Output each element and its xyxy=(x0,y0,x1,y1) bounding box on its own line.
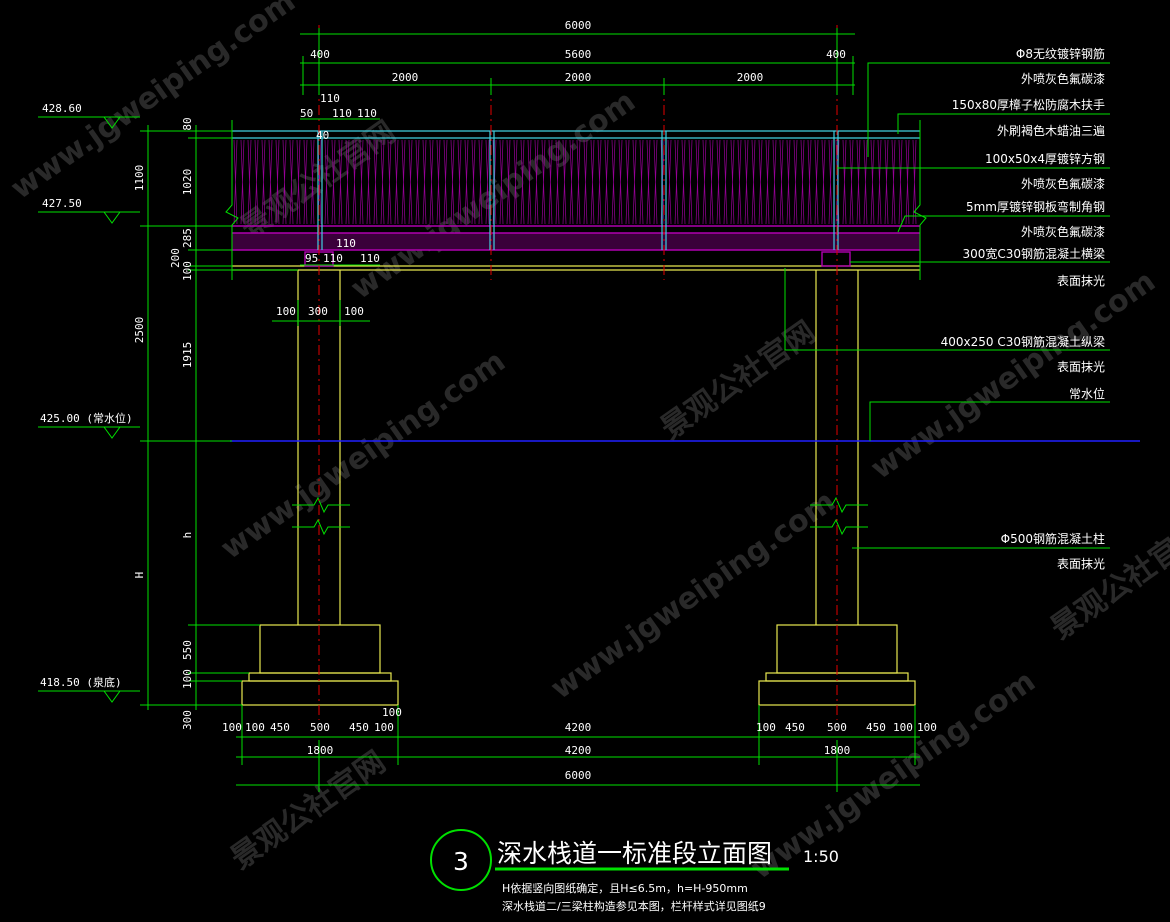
dim-railing-110: 110 xyxy=(320,92,340,105)
annotation-5: 100x50x4厚镀锌方钢 xyxy=(985,151,1105,166)
dim-300: 300 xyxy=(181,710,194,730)
dim-right-footing: 1800 xyxy=(824,744,851,757)
dim-bottom-right-4: 450 xyxy=(866,721,886,734)
centerlines xyxy=(318,25,838,720)
railing-infill xyxy=(232,139,920,250)
drawing-title: 深水栈道一标准段立面图 xyxy=(497,839,772,868)
dim-clear-lower: 4200 xyxy=(565,744,592,757)
railing-hatch xyxy=(233,139,917,225)
dim-bottom-left-3: 450 xyxy=(270,721,290,734)
dim-beam-95: 95 xyxy=(305,252,318,265)
dim-left-footing: 1800 xyxy=(307,744,334,757)
elevation-water: 425.00 (常水位) xyxy=(40,411,133,425)
top-dimensions: 6000 400 5600 400 2000 2000 2000 xyxy=(300,19,855,95)
title-block: 3 深水栈道一标准段立面图 1:50 H依据竖向图纸确定，且H≤6.5m，h=H… xyxy=(430,829,839,913)
dim-bottom-right-6: 100 xyxy=(917,721,937,734)
watermark-cn: 景观公社官网 xyxy=(225,745,393,877)
left-vertical-dimensions: 1100 2500 H 80 1020 285 200 100 1915 h 5… xyxy=(133,117,298,730)
watermark-url: www.jgweiping.com xyxy=(745,664,1042,887)
elevation-top-rail: 428.60 xyxy=(42,102,82,115)
column-top-dimensions: 100 300 100 xyxy=(272,300,370,326)
dim-col-300: 300 xyxy=(308,305,328,318)
annotation-2: 外喷灰色氟碳漆 xyxy=(1021,72,1105,86)
dim-clear-upper: 4200 xyxy=(565,721,592,734)
annotation-12: 表面抹光 xyxy=(1057,360,1105,374)
dim-span-1: 2000 xyxy=(392,71,419,84)
dim-railing-110a: 110 xyxy=(332,107,352,120)
annotation-3: 150x80厚樟子松防腐木扶手 xyxy=(952,97,1105,112)
note-1: H依据竖向图纸确定，且H≤6.5m，h=H-950mm xyxy=(502,881,748,895)
dim-overall-top: 6000 xyxy=(565,19,592,32)
kickplate-band xyxy=(232,233,920,250)
dim-550: 550 xyxy=(181,640,194,660)
dim-beam-110d: 110 xyxy=(360,252,380,265)
left-column xyxy=(241,270,399,706)
dim-overall-bottom: 6000 xyxy=(565,769,592,782)
dim-span-3: 2000 xyxy=(737,71,764,84)
watermark-cn: 景观公社官网 xyxy=(655,315,823,447)
leader-lines xyxy=(784,62,1110,549)
annotation-13: 常水位 xyxy=(1069,386,1105,401)
annotation-11: 400x250 C30钢筋混凝土纵梁 xyxy=(941,334,1105,349)
dim-bottom-left-1: 100 xyxy=(222,721,242,734)
dim-left-end: 400 xyxy=(310,48,330,61)
dim-span-2: 2000 xyxy=(565,71,592,84)
elevation-deck: 427.50 xyxy=(42,197,82,210)
dim-100: 100 xyxy=(181,261,194,281)
dim-bottom-right-5: 100 xyxy=(893,721,913,734)
dim-285: 285 xyxy=(181,228,194,248)
dim-2500: 2500 xyxy=(133,317,146,344)
dim-80: 80 xyxy=(181,117,194,130)
dim-bottom-left-2: 100 xyxy=(245,721,265,734)
dim-bottom-left-5: 450 xyxy=(349,721,369,734)
dim-bottom-left-6: 100 xyxy=(374,721,394,734)
dim-1915: 1915 xyxy=(181,342,194,369)
dim-1100: 1100 xyxy=(133,165,146,192)
title-number: 3 xyxy=(453,847,469,876)
elevation-bed: 418.50 (泉底) xyxy=(40,675,122,689)
dim-bottom-left-4: 500 xyxy=(310,721,330,734)
watermark-url: www.jgweiping.com xyxy=(215,344,512,567)
dim-railing-40: 40 xyxy=(316,129,329,142)
dim-middle: 5600 xyxy=(565,48,592,61)
annotation-6: 外喷灰色氟碳漆 xyxy=(1021,177,1105,191)
watermark-url: www.jgweiping.com xyxy=(865,264,1162,487)
annotation-15: 表面抹光 xyxy=(1057,557,1105,571)
annotation-10: 表面抹光 xyxy=(1057,274,1105,288)
railing-dimensions: 110 50 110 110 40 110 95 110 110 xyxy=(300,92,380,266)
dim-H: H xyxy=(133,572,146,579)
note-2: 深水栈道二/三梁柱构造参见本图，栏杆样式详见图纸9 xyxy=(502,899,766,913)
annotation-1: Φ8无纹镀锌钢筋 xyxy=(1016,46,1105,61)
dim-200: 200 xyxy=(169,248,182,268)
dim-bottom-right-3: 500 xyxy=(827,721,847,734)
railing-frame xyxy=(225,120,927,280)
dim-railing-110b: 110 xyxy=(357,107,377,120)
annotation-14: Φ500钢筋混凝土柱 xyxy=(1001,531,1105,546)
bottom-dimensions: 100 100 450 500 450 100 100 100 450 500 … xyxy=(222,705,937,792)
dim-right-end: 400 xyxy=(826,48,846,61)
dim-bottom-right-1: 100 xyxy=(756,721,776,734)
dim-col-100a: 100 xyxy=(276,305,296,318)
dim-col-100b: 100 xyxy=(344,305,364,318)
dim-bottom-right-2: 450 xyxy=(785,721,805,734)
title-circle xyxy=(430,829,492,891)
annotation-4: 外刷褐色木蜡油三遍 xyxy=(997,123,1105,138)
dim-1020: 1020 xyxy=(181,169,194,196)
dim-railing-50: 50 xyxy=(300,107,313,120)
dim-bottom-left-7: 100 xyxy=(382,706,402,719)
dim-h: h xyxy=(181,532,194,539)
dim-beam-110: 110 xyxy=(336,237,356,250)
annotation-9: 300宽C30钢筋混凝土横梁 xyxy=(962,246,1105,261)
annotation-7: 5mm厚镀锌钢板弯制角钢 xyxy=(966,199,1105,214)
elevation-markers: 428.60 427.50 425.00 (常水位) 418.50 (泉底) xyxy=(38,102,140,703)
dim-100b: 100 xyxy=(181,669,194,689)
annotations: Φ8无纹镀锌钢筋 外喷灰色氟碳漆 150x80厚樟子松防腐木扶手 外刷褐色木蜡油… xyxy=(941,46,1105,571)
dim-beam-110c: 110 xyxy=(323,252,343,265)
annotation-8: 外喷灰色氟碳漆 xyxy=(1021,225,1105,239)
drawing-scale: 1:50 xyxy=(803,847,839,866)
